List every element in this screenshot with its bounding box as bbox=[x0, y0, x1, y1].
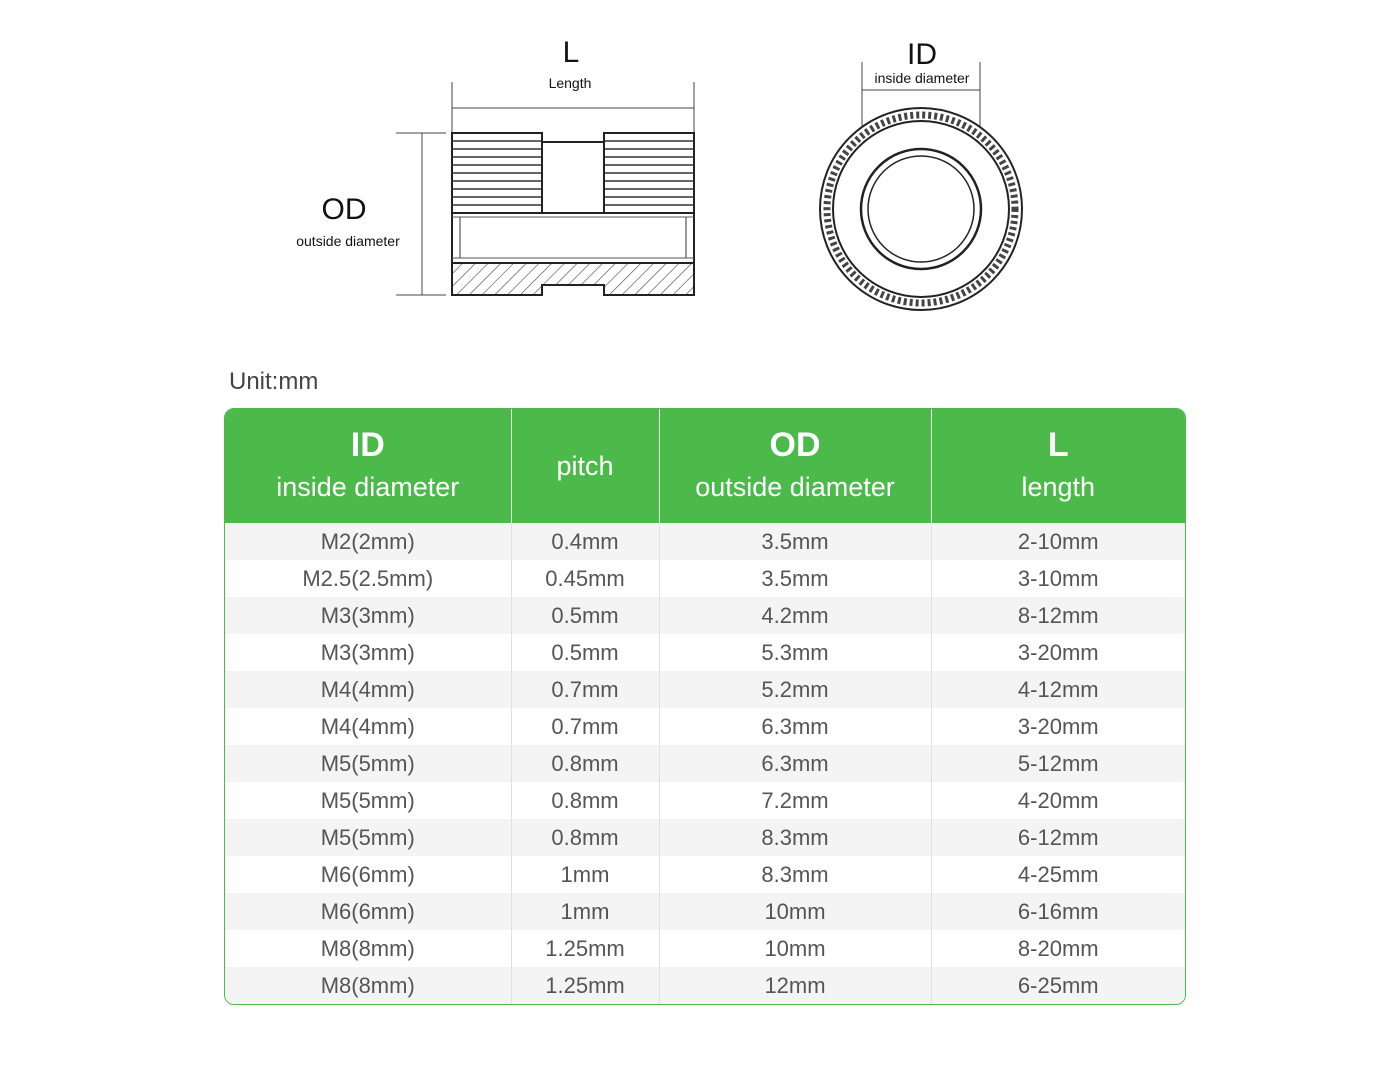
pitch-cell: 0.7mm bbox=[511, 671, 660, 708]
header-od-sub: outside diameter bbox=[695, 472, 895, 502]
unit-label: Unit:mm bbox=[229, 368, 319, 395]
od-cell: 3.5mm bbox=[659, 560, 932, 597]
length-cell: 4-20mm bbox=[931, 782, 1185, 819]
od-cell: 8.3mm bbox=[659, 819, 932, 856]
id-symbol: ID bbox=[907, 38, 937, 71]
od-cell: 12mm bbox=[659, 967, 932, 1004]
pitch-cell: 0.5mm bbox=[511, 634, 660, 671]
length-dimension bbox=[451, 82, 695, 132]
od-symbol: OD bbox=[321, 193, 367, 226]
length-cell: 3-20mm bbox=[931, 708, 1185, 745]
id-cell: M2.5(2.5mm) bbox=[225, 560, 512, 597]
length-cell: 3-10mm bbox=[931, 560, 1185, 597]
pitch-cell: 1mm bbox=[511, 893, 660, 930]
od-dimension bbox=[396, 132, 446, 296]
id-cell: M8(8mm) bbox=[225, 930, 512, 967]
pitch-cell: 0.4mm bbox=[511, 523, 660, 560]
length-cell: 6-16mm bbox=[931, 893, 1185, 930]
od-label: outside diameter bbox=[296, 233, 400, 249]
length-symbol: L bbox=[562, 36, 580, 69]
length-cell: 3-20mm bbox=[931, 634, 1185, 671]
header-pitch-label: pitch bbox=[556, 450, 614, 481]
id-cell: M5(5mm) bbox=[225, 782, 512, 819]
length-cell: 4-25mm bbox=[931, 856, 1185, 893]
length-cell: 5-12mm bbox=[931, 745, 1185, 782]
od-cell: 6.3mm bbox=[659, 708, 932, 745]
header-length-sub: length bbox=[1021, 472, 1096, 502]
id-cell: M6(6mm) bbox=[225, 856, 512, 893]
pitch-cell: 0.45mm bbox=[511, 560, 660, 597]
id-cell: M3(3mm) bbox=[225, 597, 512, 634]
header-length: L length bbox=[931, 409, 1185, 523]
length-cell: 8-12mm bbox=[931, 597, 1185, 634]
id-cell: M3(3mm) bbox=[225, 634, 512, 671]
id-cell: M4(4mm) bbox=[225, 708, 512, 745]
od-cell: 5.3mm bbox=[659, 634, 932, 671]
pitch-cell: 1.25mm bbox=[511, 930, 660, 967]
od-cell: 10mm bbox=[659, 893, 932, 930]
id-cell: M4(4mm) bbox=[225, 671, 512, 708]
header-od: OD outside diameter bbox=[659, 409, 932, 523]
od-cell: 10mm bbox=[659, 930, 932, 967]
side-view bbox=[451, 132, 695, 296]
pitch-cell: 1.25mm bbox=[511, 967, 660, 1004]
id-cell: M8(8mm) bbox=[225, 967, 512, 1004]
length-label: Length bbox=[548, 75, 592, 91]
header-od-main: OD bbox=[769, 426, 821, 464]
pitch-cell: 1mm bbox=[511, 856, 660, 893]
insert-diagram: L Length OD outside diameter ID inside d… bbox=[0, 0, 1400, 340]
header-pitch: pitch bbox=[511, 409, 660, 523]
header-id: ID inside diameter bbox=[225, 409, 512, 523]
end-view bbox=[819, 107, 1023, 311]
id-cell: M5(5mm) bbox=[225, 745, 512, 782]
od-cell: 8.3mm bbox=[659, 856, 932, 893]
od-cell: 4.2mm bbox=[659, 597, 932, 634]
pitch-cell: 0.8mm bbox=[511, 745, 660, 782]
id-cell: M6(6mm) bbox=[225, 893, 512, 930]
od-cell: 5.2mm bbox=[659, 671, 932, 708]
id-cell: M5(5mm) bbox=[225, 819, 512, 856]
length-cell: 8-20mm bbox=[931, 930, 1185, 967]
table-header-row: ID inside diameter pitch OD outside diam… bbox=[225, 409, 1185, 523]
length-cell: 4-12mm bbox=[931, 671, 1185, 708]
pitch-cell: 0.8mm bbox=[511, 819, 660, 856]
od-cell: 6.3mm bbox=[659, 745, 932, 782]
header-length-main: L bbox=[1047, 426, 1069, 464]
pitch-cell: 0.5mm bbox=[511, 597, 660, 634]
length-cell: 6-25mm bbox=[931, 967, 1185, 1004]
spec-table: ID inside diameter pitch OD outside diam… bbox=[224, 408, 1186, 1005]
header-id-sub: inside diameter bbox=[276, 472, 460, 502]
length-cell: 2-10mm bbox=[931, 523, 1185, 560]
id-label: inside diameter bbox=[874, 70, 970, 86]
pitch-cell: 0.7mm bbox=[511, 708, 660, 745]
header-id-main: ID bbox=[350, 426, 385, 464]
od-cell: 7.2mm bbox=[659, 782, 932, 819]
length-cell: 6-12mm bbox=[931, 819, 1185, 856]
pitch-cell: 0.8mm bbox=[511, 782, 660, 819]
od-cell: 3.5mm bbox=[659, 523, 932, 560]
id-cell: M2(2mm) bbox=[225, 523, 512, 560]
dimension-drawing bbox=[396, 62, 1023, 311]
